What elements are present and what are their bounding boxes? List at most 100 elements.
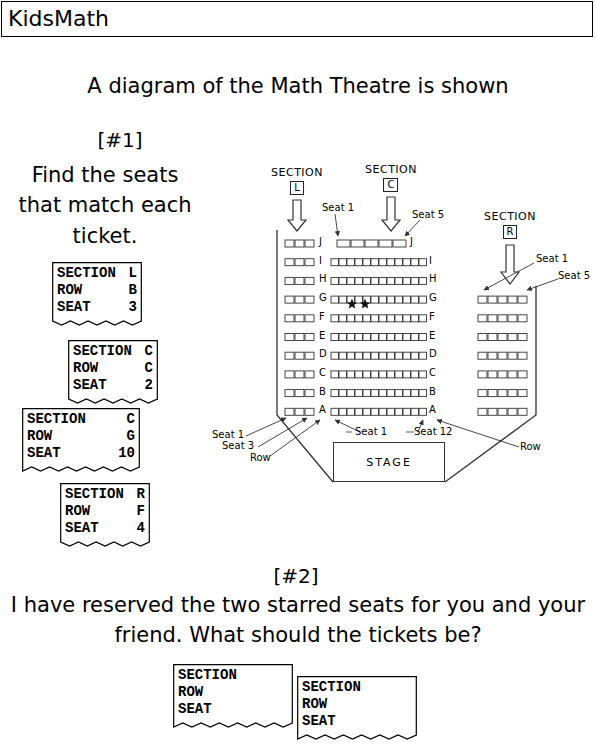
- seat: [355, 334, 363, 341]
- seat: [395, 334, 403, 341]
- seat: [403, 371, 411, 378]
- seat: [347, 277, 355, 284]
- seat: [379, 259, 387, 266]
- seat: [379, 277, 387, 284]
- seat: [295, 259, 304, 266]
- section-marker: SECTIONC: [365, 163, 417, 192]
- stage-box: STAGE: [333, 442, 445, 482]
- seat: [411, 296, 419, 303]
- seat: [387, 408, 395, 415]
- seat: [478, 352, 487, 359]
- seat: [363, 334, 371, 341]
- row-letter: C: [429, 367, 436, 378]
- seat: [508, 390, 517, 397]
- seat: [395, 371, 403, 378]
- leader-lines: [246, 214, 558, 456]
- seat: [403, 259, 411, 266]
- star-marks: [347, 299, 370, 309]
- seat: [488, 371, 497, 378]
- seat: [387, 315, 395, 322]
- seat: [295, 390, 304, 397]
- seat: [498, 371, 507, 378]
- seat: [508, 315, 517, 322]
- seat: [387, 259, 395, 266]
- seat: [393, 240, 406, 247]
- seat-label: Seat 5: [412, 209, 444, 220]
- seat: [285, 371, 294, 378]
- seat: [419, 408, 427, 415]
- ticket-value: C: [145, 360, 153, 377]
- row-letter: E: [429, 330, 435, 341]
- section-letter: R: [503, 225, 518, 239]
- seat: [498, 390, 507, 397]
- seat: [395, 259, 403, 266]
- row-letter: G: [429, 292, 437, 303]
- section-marker: SECTIONR: [484, 210, 536, 239]
- row-letter: F: [429, 311, 435, 322]
- seat: [305, 352, 314, 359]
- seat: [371, 277, 379, 284]
- row-letter: H: [429, 273, 437, 284]
- seat-label: Seat 5: [558, 270, 590, 281]
- ticket-value: C: [118, 411, 135, 428]
- seat: [347, 408, 355, 415]
- seat: [508, 371, 517, 378]
- seat: [305, 240, 314, 247]
- instruction-text: [#2]: [273, 562, 318, 591]
- seat: [518, 334, 527, 341]
- seat: [285, 408, 294, 415]
- ticket: SECTIONCROWCSEAT2: [68, 340, 158, 404]
- seat-label: Seat 1: [355, 426, 387, 437]
- seat: [285, 296, 294, 303]
- ticket: SECTIONCROWGSEAT10: [22, 408, 140, 472]
- seat: [305, 371, 314, 378]
- seat: [478, 371, 487, 378]
- row-letter: H: [319, 273, 327, 284]
- star: [360, 299, 370, 309]
- seat: [371, 296, 379, 303]
- ticket-text: SECTIONCROWGSEAT10: [22, 408, 140, 462]
- ticket-value: 2: [145, 377, 153, 394]
- row-letter: B: [319, 386, 326, 397]
- seat: [518, 315, 527, 322]
- seat: [395, 390, 403, 397]
- seat: [403, 334, 411, 341]
- theatre-walls: [277, 230, 536, 482]
- ticket-field: SEAT: [57, 299, 116, 316]
- seat: [347, 259, 355, 266]
- ticket: SECTIONROWSEAT: [297, 676, 417, 740]
- ticket-field: SEAT: [65, 520, 124, 537]
- seat: [363, 352, 371, 359]
- instruction-text: Find the seats that match each ticket.: [7, 160, 203, 251]
- seat: [371, 334, 379, 341]
- section-heading: SECTION: [365, 163, 417, 176]
- seat: [339, 352, 347, 359]
- seat: [295, 296, 304, 303]
- seat-label: Seat 1: [536, 253, 568, 264]
- ticket-field: ROW: [57, 282, 116, 299]
- seat: [419, 352, 427, 359]
- ticket-edge: [23, 409, 140, 471]
- seat: [478, 334, 487, 341]
- seat: [295, 277, 304, 284]
- seat: [363, 259, 371, 266]
- seat: [498, 315, 507, 322]
- row-letter: I: [429, 255, 432, 266]
- row-letter: I: [319, 255, 322, 266]
- title: A diagram of the Math Theatre is shown: [87, 74, 508, 98]
- seat: [478, 296, 487, 303]
- seat: [488, 296, 497, 303]
- seat: [337, 240, 350, 247]
- seat: [331, 352, 339, 359]
- seat: [379, 352, 387, 359]
- section-letter: L: [290, 181, 304, 195]
- seat: [339, 296, 347, 303]
- header-box: KidsMath: [1, 1, 593, 37]
- ticket: SECTIONLROWBSEAT3: [52, 262, 142, 326]
- seat-rows: [285, 240, 527, 415]
- seat: [347, 352, 355, 359]
- seat: [371, 408, 379, 415]
- seat: [411, 371, 419, 378]
- ticket-edge: [69, 341, 158, 403]
- seat: [363, 390, 371, 397]
